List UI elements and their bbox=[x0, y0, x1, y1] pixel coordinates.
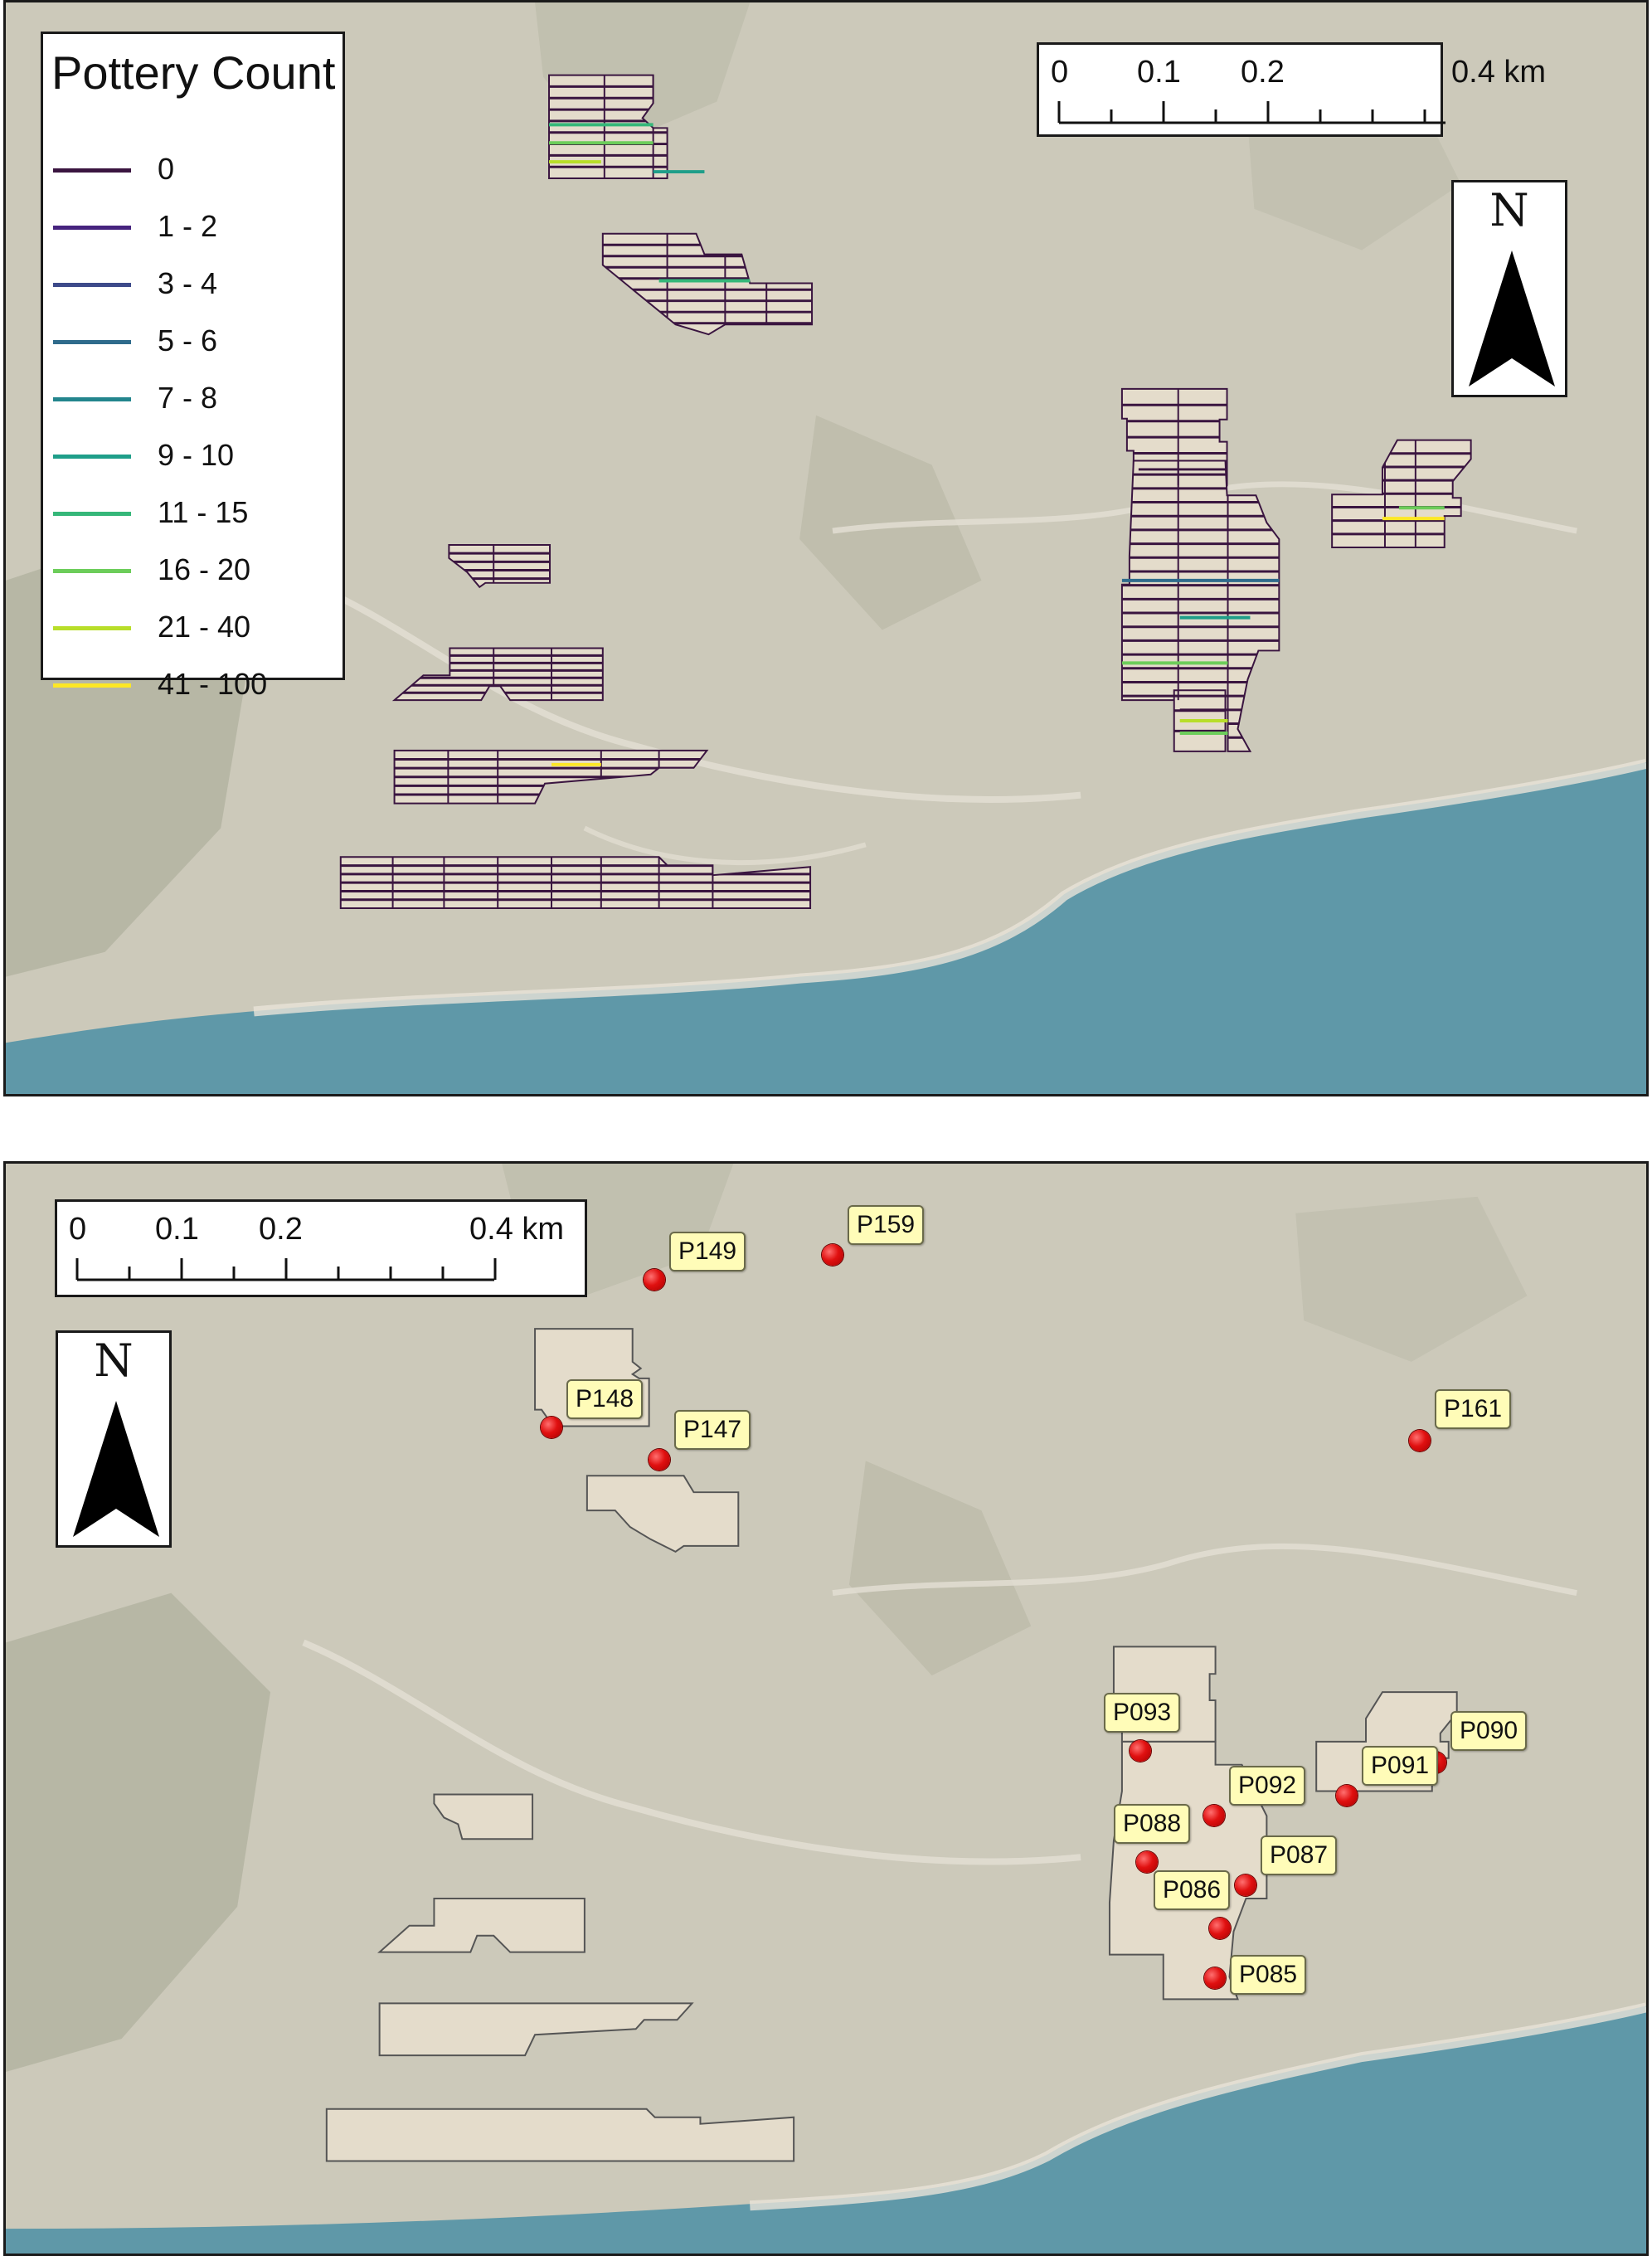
legend-entry: 21 - 40 bbox=[53, 610, 335, 644]
site-label: P148 bbox=[566, 1379, 644, 1419]
survey-unit bbox=[378, 2002, 694, 2057]
site-label: P088 bbox=[1114, 1804, 1191, 1844]
legend-label: 1 - 2 bbox=[158, 209, 218, 243]
map-pin-icon bbox=[1130, 1740, 1151, 1762]
site-label: P091 bbox=[1362, 1746, 1439, 1786]
legend-entry: 11 - 15 bbox=[53, 495, 335, 529]
legend-label: 11 - 15 bbox=[158, 495, 249, 529]
legend-swatch bbox=[53, 226, 131, 230]
map-pin-icon bbox=[1209, 1918, 1231, 1939]
legend-entry: 16 - 20 bbox=[53, 552, 335, 586]
site-label: P147 bbox=[674, 1410, 751, 1450]
north-label: N bbox=[94, 1335, 134, 1387]
scale-bar-ruler bbox=[75, 1258, 497, 1281]
scale-label-0.4km: 0.4 km bbox=[469, 1212, 565, 1247]
survey-units-layer bbox=[339, 74, 1472, 910]
survey-unit bbox=[601, 232, 814, 336]
legend-swatch bbox=[53, 340, 131, 344]
site-label: P161 bbox=[1435, 1389, 1512, 1429]
north-arrow-icon bbox=[73, 1401, 159, 1537]
legend-label: 0 bbox=[158, 152, 175, 186]
map-pin-icon bbox=[541, 1417, 562, 1438]
north-arrow: N bbox=[56, 1330, 172, 1548]
legend-swatch bbox=[53, 626, 131, 630]
north-arrow: N bbox=[1451, 180, 1567, 397]
legend-label: 41 - 100 bbox=[158, 667, 268, 701]
legend-entry: 1 - 2 bbox=[53, 209, 335, 243]
legend-label: 3 - 4 bbox=[158, 266, 218, 300]
scale-label-0.2: 0.2 bbox=[1241, 55, 1285, 90]
legend-title: Pottery Count bbox=[51, 46, 336, 99]
survey-unit bbox=[325, 2108, 795, 2162]
map-pin-icon bbox=[1136, 1851, 1158, 1873]
scale-label-0.1: 0.1 bbox=[1137, 55, 1181, 90]
survey-unit bbox=[377, 1897, 585, 1953]
map-pin-icon bbox=[644, 1269, 665, 1291]
scale-label-0.4km: 0.4 km bbox=[1451, 55, 1547, 90]
survey-unit bbox=[448, 544, 551, 589]
site-label: P090 bbox=[1450, 1711, 1528, 1751]
site-label: P085 bbox=[1230, 1955, 1307, 1995]
legend-swatch bbox=[53, 397, 131, 401]
site-label: P149 bbox=[669, 1232, 746, 1271]
map-pin-icon bbox=[1336, 1785, 1358, 1806]
scale-label-0: 0 bbox=[1051, 55, 1069, 90]
legend-label: 21 - 40 bbox=[158, 610, 251, 644]
site-label: P093 bbox=[1104, 1693, 1181, 1733]
legend-swatch bbox=[53, 283, 131, 287]
legend-entry: 0 bbox=[53, 152, 335, 186]
survey-unit bbox=[585, 1475, 740, 1553]
scale-label-0.2: 0.2 bbox=[259, 1212, 303, 1247]
map-pin-icon bbox=[1235, 1874, 1256, 1896]
legend-label: 5 - 6 bbox=[158, 323, 218, 357]
legend-entry: 41 - 100 bbox=[53, 667, 335, 701]
scale-bar-ruler bbox=[1057, 101, 1446, 124]
map-pin-icon bbox=[1409, 1430, 1431, 1451]
legend-label: 9 - 10 bbox=[158, 438, 235, 472]
map-pin-icon bbox=[1204, 1967, 1226, 1989]
legend-entry: 7 - 8 bbox=[53, 381, 335, 415]
north-label: N bbox=[1489, 184, 1529, 236]
legend-entry: 9 - 10 bbox=[53, 438, 335, 472]
survey-units-layer bbox=[325, 1328, 1458, 2162]
legend-label: 16 - 20 bbox=[158, 552, 251, 586]
scale-bar: 0 0.1 0.2 0.4 km bbox=[55, 1199, 587, 1297]
survey-unit bbox=[433, 1793, 534, 1840]
legend-swatch bbox=[53, 168, 131, 173]
legend-entry: 3 - 4 bbox=[53, 266, 335, 300]
map-legend: Pottery Count 0 1 - 2 3 - 4 5 - 6 7 - 8 9 - 1… bbox=[41, 32, 345, 701]
legend-swatch bbox=[53, 683, 131, 688]
site-label: P087 bbox=[1261, 1835, 1338, 1875]
legend-entry: 5 - 6 bbox=[53, 323, 335, 357]
scale-label-0: 0 bbox=[69, 1212, 87, 1247]
north-arrow-icon bbox=[1469, 250, 1555, 387]
site-label: P086 bbox=[1154, 1870, 1231, 1910]
survey-unit bbox=[1120, 459, 1280, 752]
scale-bar: 0 0.1 0.2 0.4 km bbox=[1037, 42, 1546, 137]
legend-swatch bbox=[53, 512, 131, 516]
scale-label-0.1: 0.1 bbox=[155, 1212, 199, 1247]
legend-label: 7 - 8 bbox=[158, 381, 218, 415]
map-pin-icon bbox=[649, 1449, 670, 1471]
site-label: P092 bbox=[1229, 1766, 1306, 1806]
legend-swatch bbox=[53, 455, 131, 459]
map-pin-icon bbox=[822, 1244, 843, 1266]
legend-swatch bbox=[53, 569, 131, 573]
pottery-count-map: Pottery Count 0 1 - 2 3 - 4 5 - 6 7 - 8 9 - 1… bbox=[3, 0, 1649, 1096]
map-pin-icon bbox=[1203, 1805, 1225, 1826]
site-label: P159 bbox=[848, 1205, 925, 1245]
